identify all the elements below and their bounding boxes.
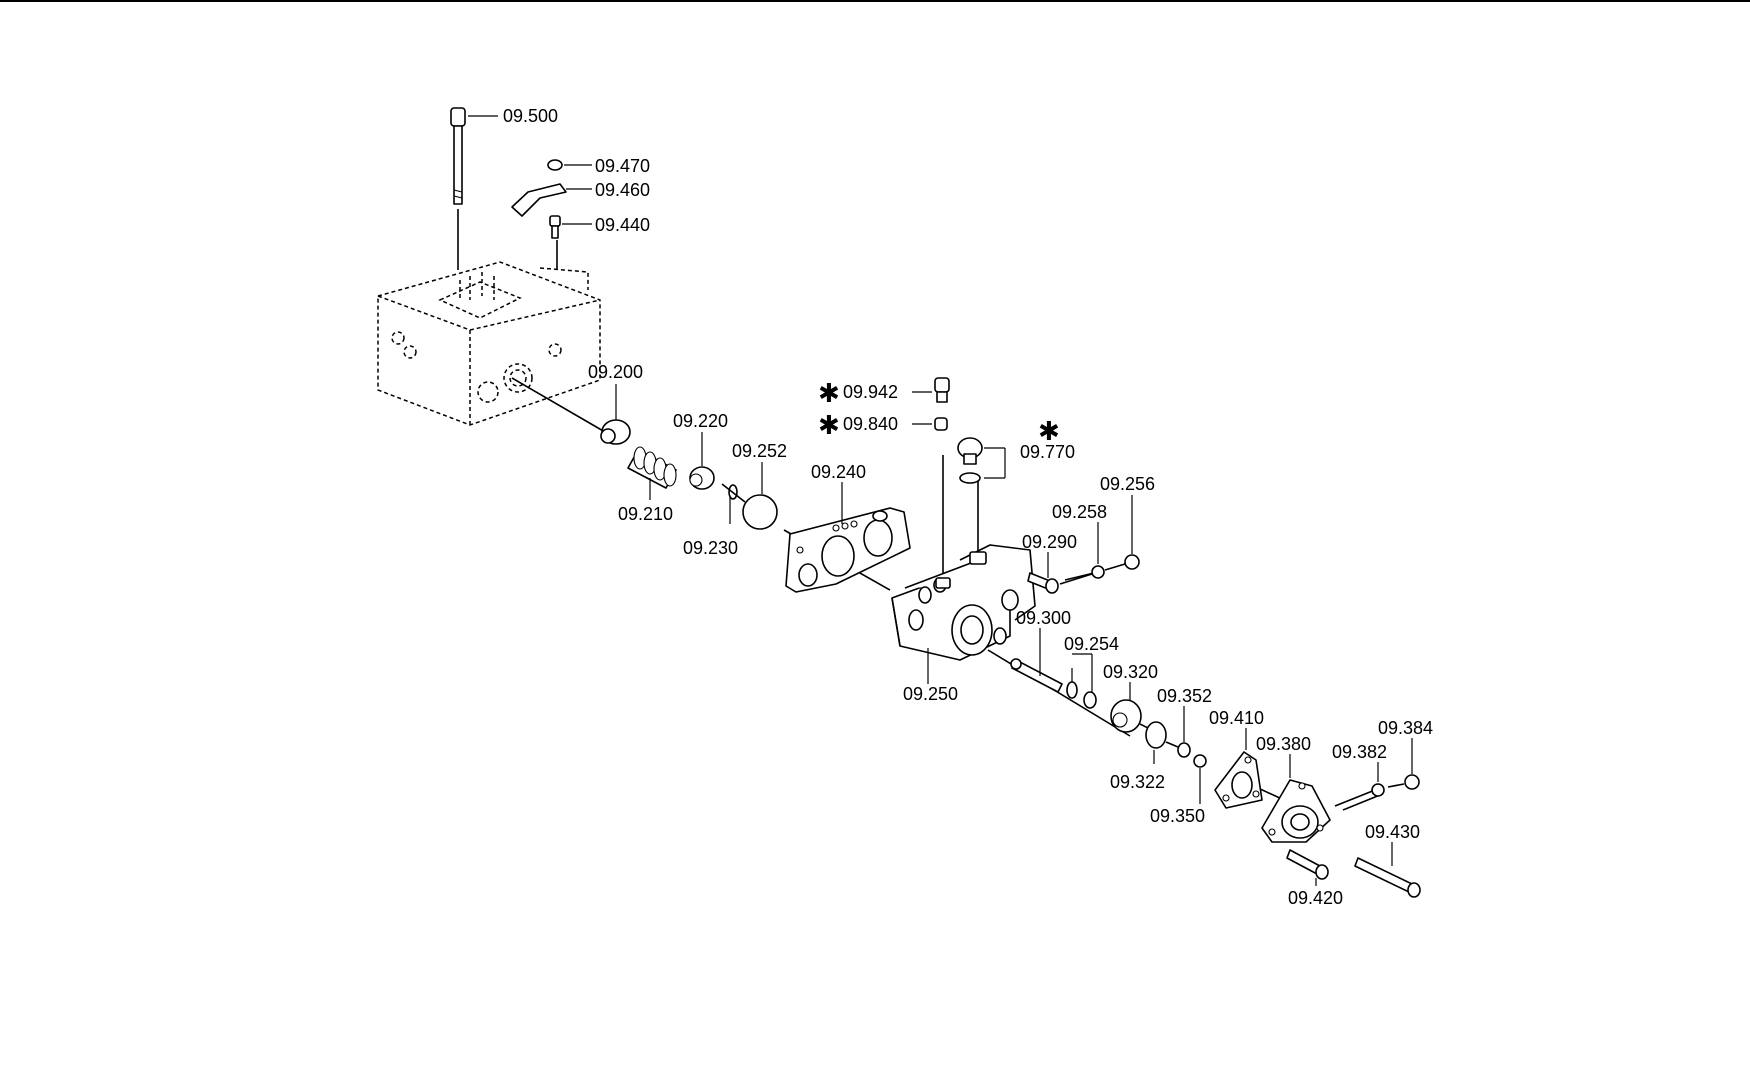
valve-body-09250: [891, 544, 1036, 661]
leader-lines: [468, 115, 1413, 886]
callout-09300: 09.300: [1016, 608, 1071, 628]
callout-09470: 09.470: [595, 156, 650, 176]
callout-09840: 09.840: [843, 414, 898, 434]
pin-09300: [1010, 658, 1063, 693]
callout-09942: 09.942: [843, 382, 898, 402]
fitting-09942: [934, 377, 950, 403]
ring-09322: [1145, 721, 1167, 749]
cover-09380: [1261, 779, 1331, 843]
nut-09384: [1404, 774, 1420, 790]
bracket-09460: [511, 183, 567, 217]
gasket-09240: [785, 507, 911, 593]
housing-block-ghost: [377, 261, 601, 426]
callout-09430: 09.430: [1365, 822, 1420, 842]
callout-09322: 09.322: [1110, 772, 1165, 792]
screw-09440: [549, 215, 561, 239]
washer-09258: [1091, 565, 1105, 579]
callout-09500: 09.500: [503, 106, 558, 126]
callout-09440: 09.440: [595, 215, 650, 235]
callout-labels: 09.500 09.470 09.460 09.440 09.200 09.21…: [503, 106, 1433, 908]
callout-09384: 09.384: [1378, 718, 1433, 738]
marker-09942: ✱: [818, 379, 840, 409]
callout-09770: 09.770: [1020, 442, 1075, 462]
callout-09320: 09.320: [1103, 662, 1158, 682]
callout-09230: 09.230: [683, 538, 738, 558]
plug-09840: [934, 417, 948, 431]
nut-09256: [1124, 554, 1140, 570]
marker-09840: ✱: [818, 411, 840, 441]
plug-09220: [689, 466, 715, 490]
callout-09200: 09.200: [588, 362, 643, 382]
disc-09252: [742, 494, 778, 530]
plug-09770: [957, 437, 983, 484]
callout-09420: 09.420: [1288, 888, 1343, 908]
bolt-09420: [1286, 849, 1329, 880]
nut-09350: [1193, 754, 1207, 768]
washer-09382: [1371, 783, 1385, 797]
callout-09460: 09.460: [595, 180, 650, 200]
callout-09252: 09.252: [732, 441, 787, 461]
callout-09258: 09.258: [1052, 502, 1107, 522]
callout-09250: 09.250: [903, 684, 958, 704]
spring-09210: [627, 446, 677, 489]
callout-09352: 09.352: [1157, 686, 1212, 706]
callout-09380: 09.380: [1256, 734, 1311, 754]
callout-09410: 09.410: [1209, 708, 1264, 728]
callout-09290: 09.290: [1022, 532, 1077, 552]
bolt-09430: [1354, 857, 1421, 898]
callout-09382: 09.382: [1332, 742, 1387, 762]
nut-09470: [547, 159, 563, 171]
cap-09320: [1110, 699, 1142, 733]
piston-09200: [600, 419, 631, 445]
bolt-09500: [450, 107, 466, 205]
gasket-09410: [1214, 751, 1263, 809]
callout-09210: 09.210: [618, 504, 673, 524]
washer-09352: [1177, 742, 1191, 758]
callout-09256: 09.256: [1100, 474, 1155, 494]
callout-09240: 09.240: [811, 462, 866, 482]
bolt-09290: [1027, 572, 1059, 594]
callout-09350: 09.350: [1150, 806, 1205, 826]
callout-09220: 09.220: [673, 411, 728, 431]
marker-09770: ✱: [1038, 417, 1060, 447]
callout-09254: 09.254: [1064, 634, 1119, 654]
